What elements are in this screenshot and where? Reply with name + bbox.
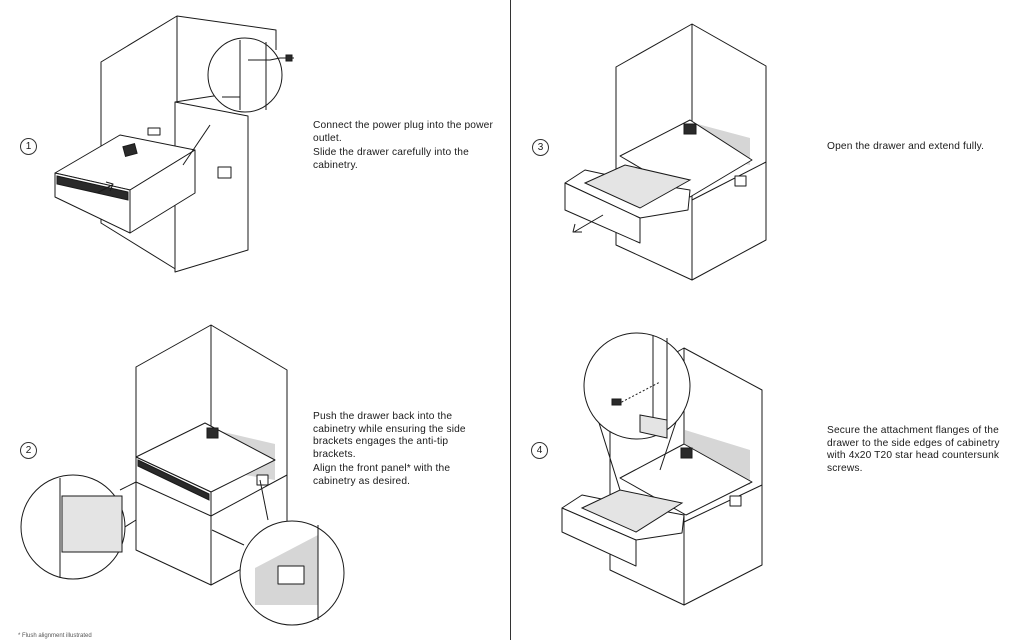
- step-4-illustration: [561, 332, 763, 606]
- footnote: * Flush alignment illustrated: [18, 633, 92, 639]
- step-2-line-2: Align the front panel* with the cabinetr…: [313, 463, 451, 487]
- step-3-instructions: Open the drawer and extend fully.: [827, 141, 1012, 156]
- step-4-line-1: Secure the attachment flanges of the dra…: [827, 425, 1000, 474]
- step-number-3: 3: [532, 139, 549, 156]
- step-1-line-1: Connect the power plug into the power ou…: [313, 120, 493, 144]
- step-2-illustration: [20, 324, 345, 626]
- step-2-line-1: Push the drawer back into the cabinetry …: [313, 411, 466, 460]
- step-3-line-1: Open the drawer and extend fully.: [827, 141, 985, 152]
- step-2-instructions: Push the drawer back into the cabinetry …: [313, 411, 483, 490]
- step-3-illustration: [564, 23, 767, 281]
- step-number-4: 4: [531, 442, 548, 459]
- step-4-instructions: Secure the attachment flanges of the dra…: [827, 425, 1007, 477]
- step-1-instructions: Connect the power plug into the power ou…: [313, 120, 493, 174]
- step-1-illustration: [54, 15, 294, 273]
- step-number-2: 2: [20, 442, 37, 459]
- step-number-1: 1: [20, 138, 37, 155]
- page-divider: [510, 0, 511, 640]
- step-1-line-2: Slide the drawer carefully into the cabi…: [313, 147, 469, 171]
